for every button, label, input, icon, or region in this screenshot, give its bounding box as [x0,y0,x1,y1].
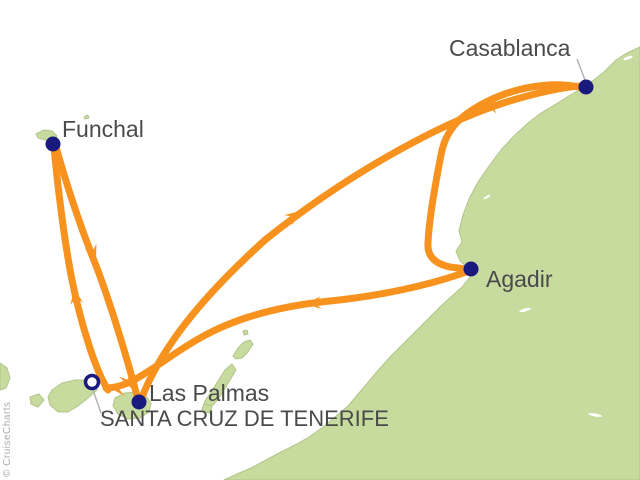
arrow-to-casablanca [284,211,300,226]
port-label-laspalmas: Las Palmas [149,380,269,406]
port-label-casablanca: Casablanca [449,35,571,61]
route-leg-casablanca-agadir [424,81,587,273]
terrain-speck [519,307,531,313]
terrain-speck [483,194,491,200]
arrow-to-funchal [70,289,84,305]
route-leg-funchal-laspalmas [52,143,141,400]
landmasses [0,46,640,480]
port-label-agadir: Agadir [486,266,553,292]
la-palma-island [0,362,11,391]
port-dot-laspalmas [131,394,147,410]
santacruz-leader-line [92,389,102,414]
lanzarote-islet [242,329,249,336]
port-label-santacruz: SANTA CRUZ DE TENERIFE [100,406,389,431]
route-leg-laspalmas-casablanca [138,82,585,401]
route-leg-tenerife-funchal [50,143,112,394]
arrow-from-casablanca [484,101,501,114]
port-labels: Casablanca Funchal Agadir Las Palmas SAN… [62,35,571,431]
fuerteventura-islet [201,403,213,414]
arrow-from-agadir [306,296,322,310]
arrow-into-tenerife [110,382,126,396]
port-markers [45,79,594,410]
terrain-speck [623,55,633,61]
la-gomera-island [29,393,45,408]
route-direction-arrows [70,101,501,396]
port-dot-agadir [463,261,479,277]
lanzarote-island [232,339,254,360]
port-dot-casablanca [578,79,594,95]
casablanca-leader-line [576,58,586,81]
arrow-from-funchal [84,243,97,260]
watermark-copyright: © CruiseCharts [2,401,13,478]
porto-santo-island [83,114,90,120]
arrow-into-laspalmas [119,371,132,388]
port-label-funchal: Funchal [62,116,144,142]
terrain-speck [588,413,602,417]
tenerife-island [47,379,98,413]
mainland-africa [223,46,640,480]
port-circle-santacruz-home [83,373,101,391]
port-dot-funchal [45,136,61,152]
